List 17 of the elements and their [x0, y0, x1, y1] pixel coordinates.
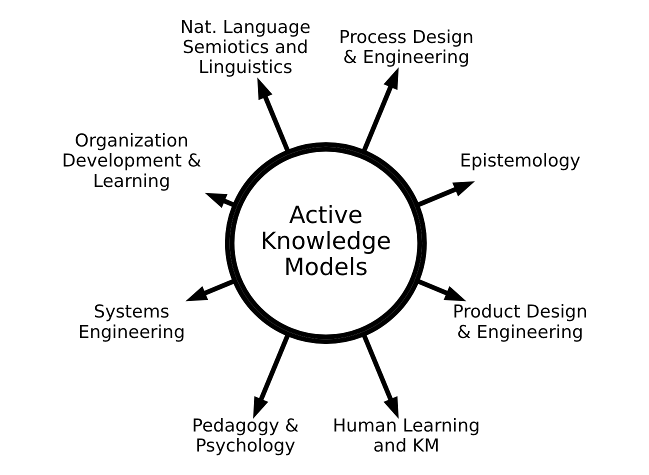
arrow: [361, 66, 398, 152]
arrow: [252, 333, 290, 418]
arrow: [361, 333, 398, 418]
arrow: [416, 180, 474, 207]
node-text: Process Design & Engineering: [338, 26, 474, 68]
node-text: Nat. Language Semiotics and Linguistics: [180, 16, 310, 78]
node-circle: Active Knowledge Models: [224, 142, 426, 344]
node-text: Organization Development & Learning: [61, 130, 201, 192]
node-text: Human Learning and KM: [332, 414, 480, 456]
arrow: [184, 278, 235, 301]
arrow: [204, 192, 235, 208]
arrow: [256, 76, 290, 152]
node-text: Pedagogy & Psychology: [192, 414, 298, 456]
node-text: Product Design & Engineering: [452, 301, 587, 342]
arrow: [416, 278, 466, 301]
node-text: Systems Engineering: [78, 301, 185, 342]
node-text: Epistemology: [459, 150, 580, 172]
